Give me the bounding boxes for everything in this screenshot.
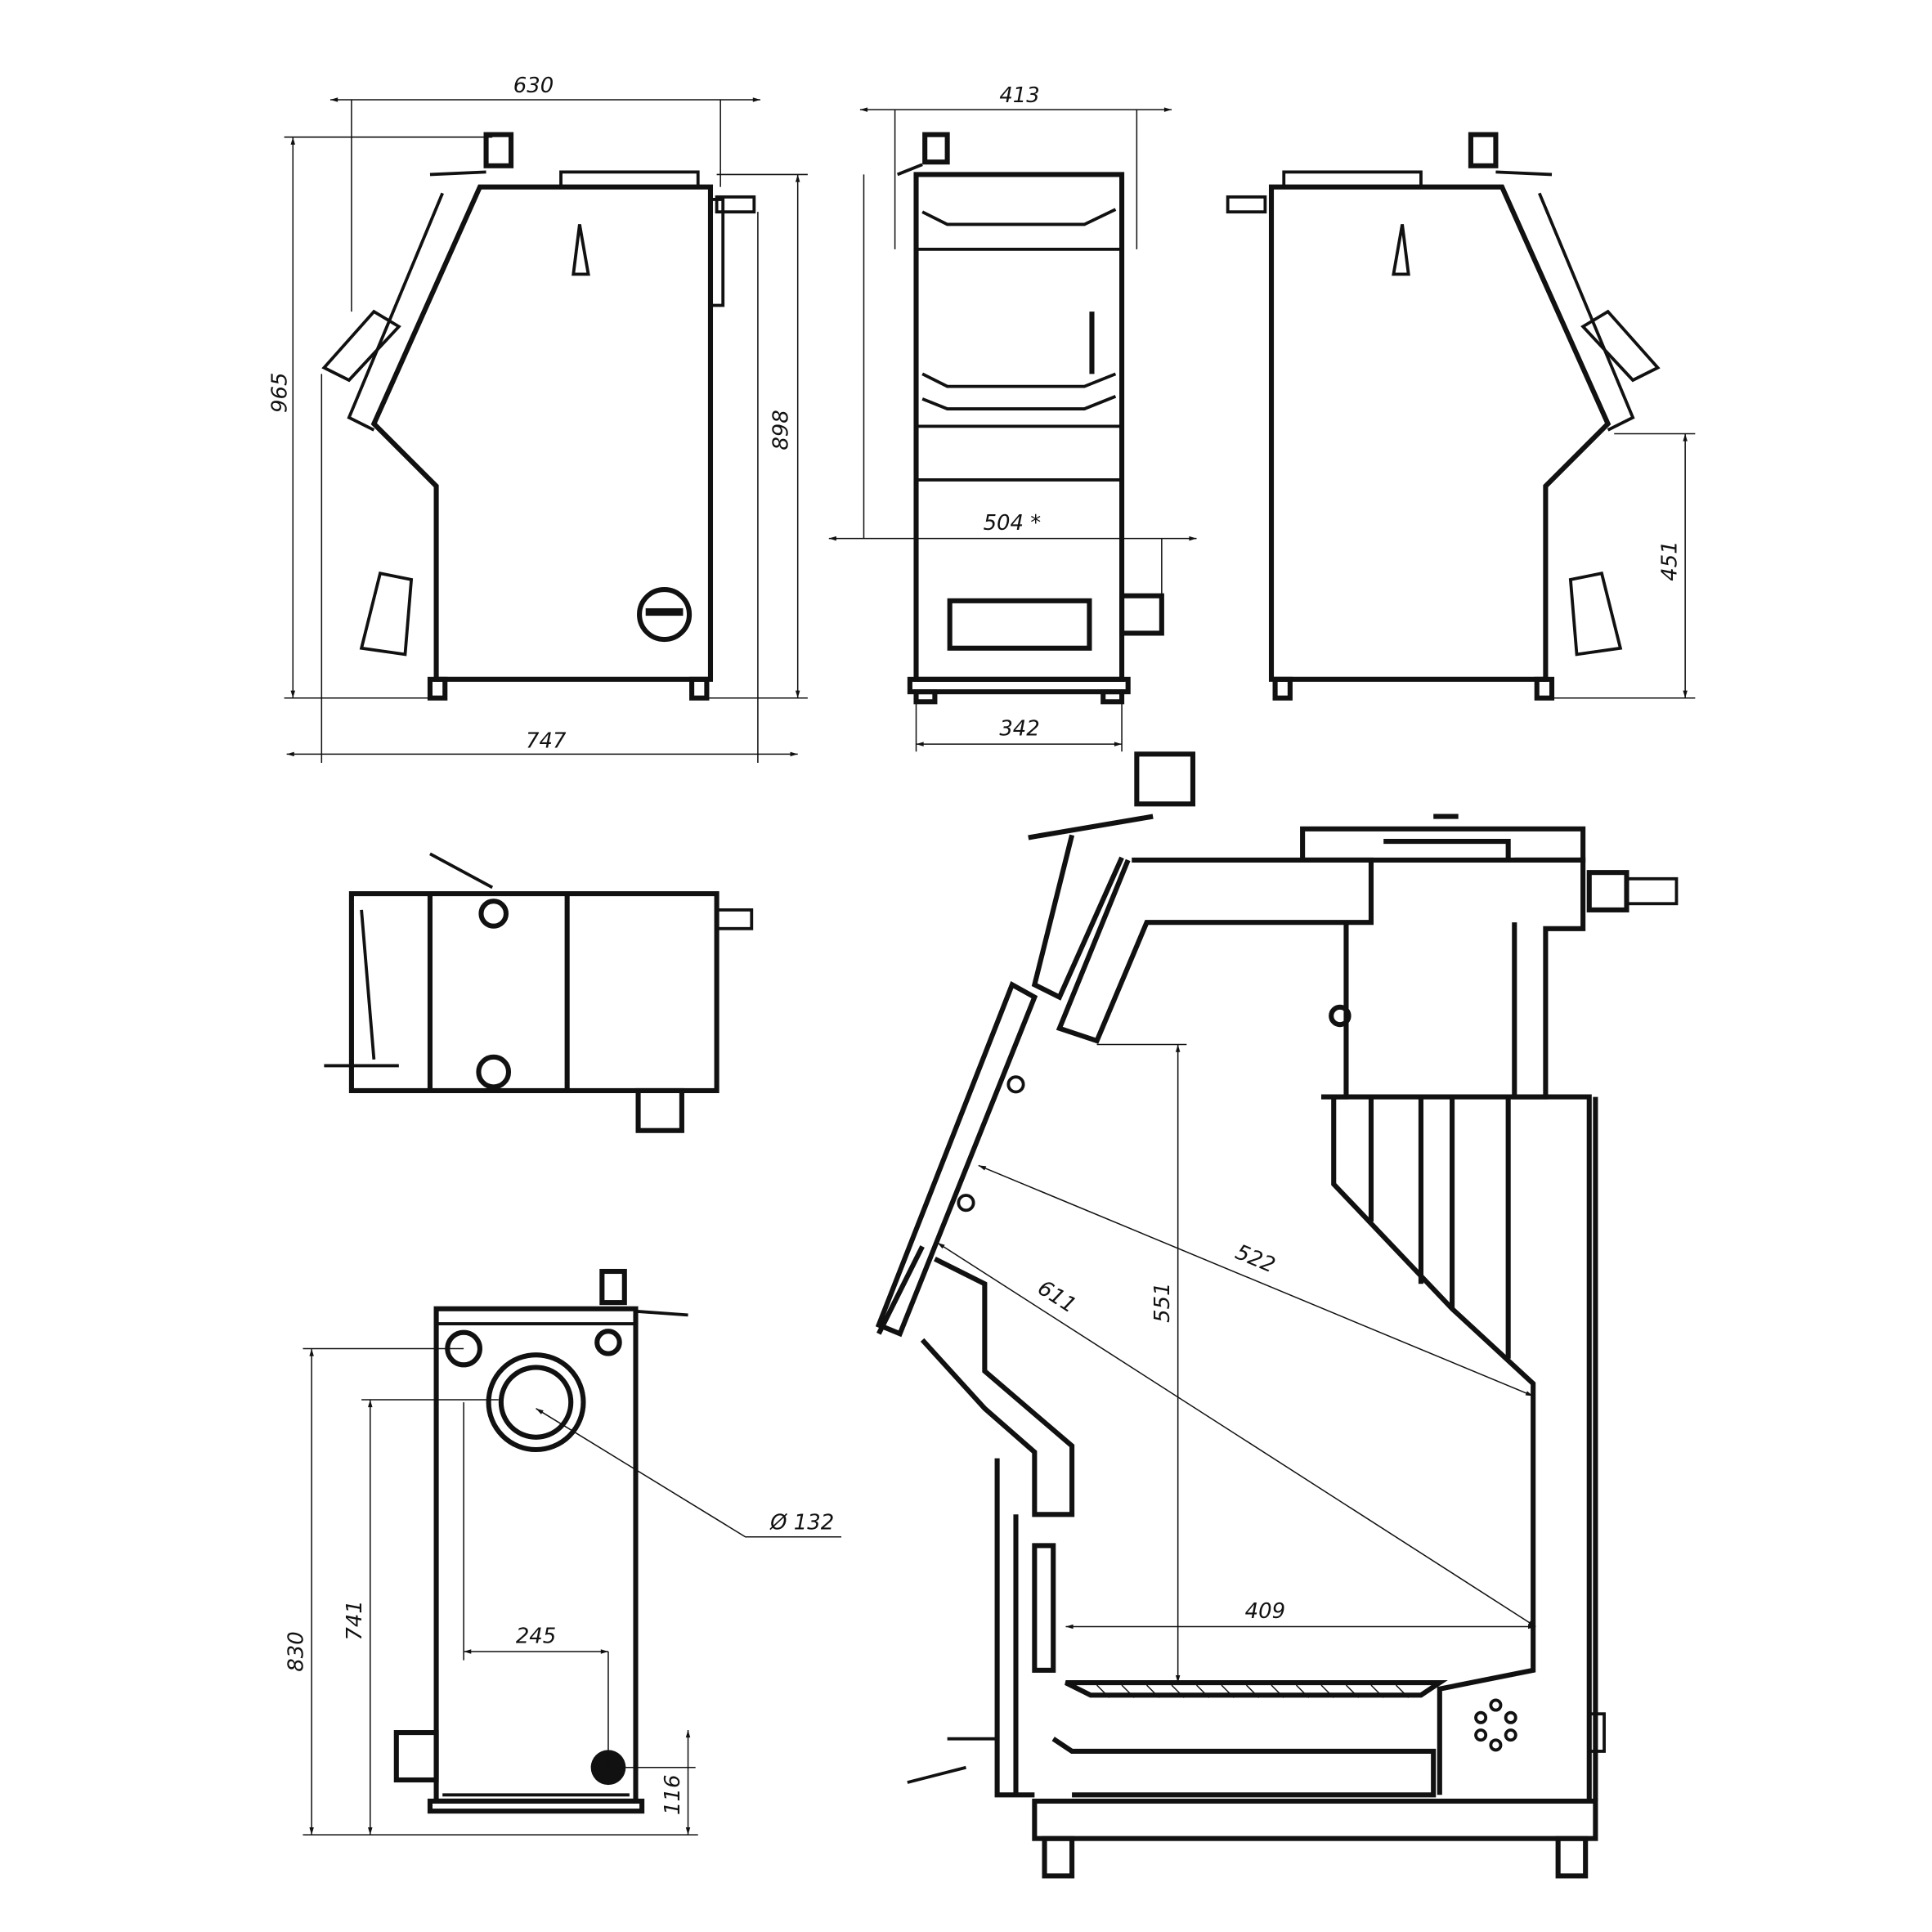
dimensions: 630 965 898 747 413 504 * 342 451 522 61… xyxy=(268,74,1696,1836)
dim-741: 741 xyxy=(343,1600,367,1640)
dim-diameter-132: Ø 132 xyxy=(769,1511,834,1535)
side-view-right xyxy=(1226,132,1661,701)
dim-451: 451 xyxy=(1657,540,1682,580)
dim-551: 551 xyxy=(1150,1282,1175,1322)
dim-342: 342 xyxy=(999,716,1039,741)
dim-611: 611 xyxy=(1033,1275,1081,1318)
front-view xyxy=(896,132,1164,705)
dim-245: 245 xyxy=(516,1624,556,1648)
rear-view xyxy=(393,1268,688,1814)
top-view xyxy=(324,852,754,1133)
dim-522: 522 xyxy=(1232,1240,1279,1279)
dim-409: 409 xyxy=(1245,1599,1285,1624)
side-view-left xyxy=(321,132,756,701)
dim-747: 747 xyxy=(526,729,567,754)
dim-965: 965 xyxy=(268,372,293,412)
dim-898: 898 xyxy=(769,410,793,450)
dim-413: 413 xyxy=(999,83,1039,108)
dim-630: 630 xyxy=(513,74,554,98)
dim-116: 116 xyxy=(661,1775,685,1815)
dim-504: 504 * xyxy=(984,511,1042,536)
section-view xyxy=(875,751,1679,1879)
dim-830: 830 xyxy=(284,1631,308,1671)
